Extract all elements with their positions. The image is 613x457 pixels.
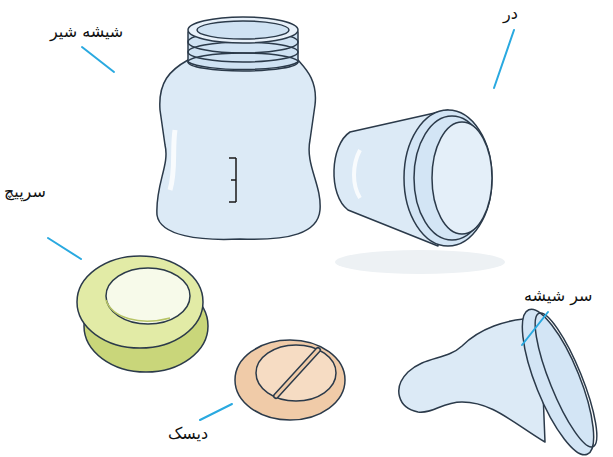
disk-drawing [235,340,345,420]
part-label: در [503,4,518,24]
part-label: سرپیچ [4,182,46,202]
cap-drawing [334,110,505,274]
leader-lines [48,30,548,420]
part-label: دیسک [168,424,208,444]
part-label: سر شیشه [524,286,592,306]
nipple-drawing [399,301,608,457]
screw-ring-drawing [77,256,208,372]
bottle-drawing [157,17,320,239]
part-label: شیشه شیر [50,22,123,42]
